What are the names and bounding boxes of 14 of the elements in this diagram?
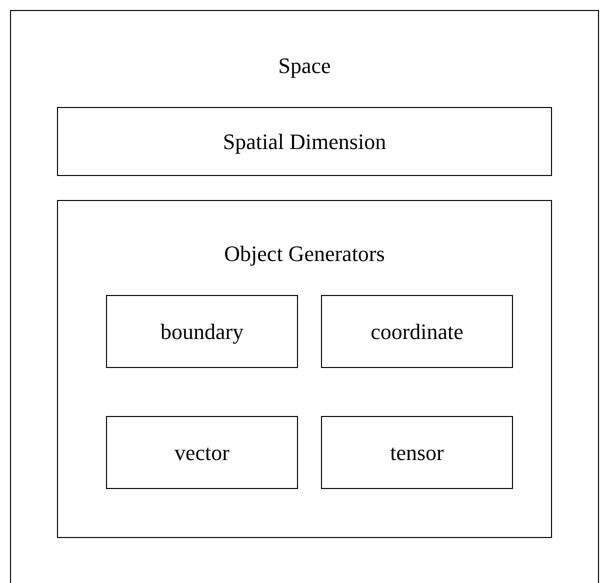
label-box [57, 107, 552, 176]
container-heading: Object Generators [223, 241, 386, 267]
container-box [57, 200, 552, 538]
label-box [321, 416, 513, 489]
label-box [106, 295, 298, 368]
label-box [106, 416, 298, 489]
box-label: tensor [390, 440, 444, 466]
label-box [321, 295, 513, 368]
container-box [10, 10, 599, 583]
container-heading: Space [277, 53, 332, 79]
box-label: boundary [160, 318, 244, 344]
box-label: coordinate [370, 318, 464, 344]
box-label: Spatial Dimension [222, 128, 386, 154]
box-label: vector [174, 440, 230, 466]
